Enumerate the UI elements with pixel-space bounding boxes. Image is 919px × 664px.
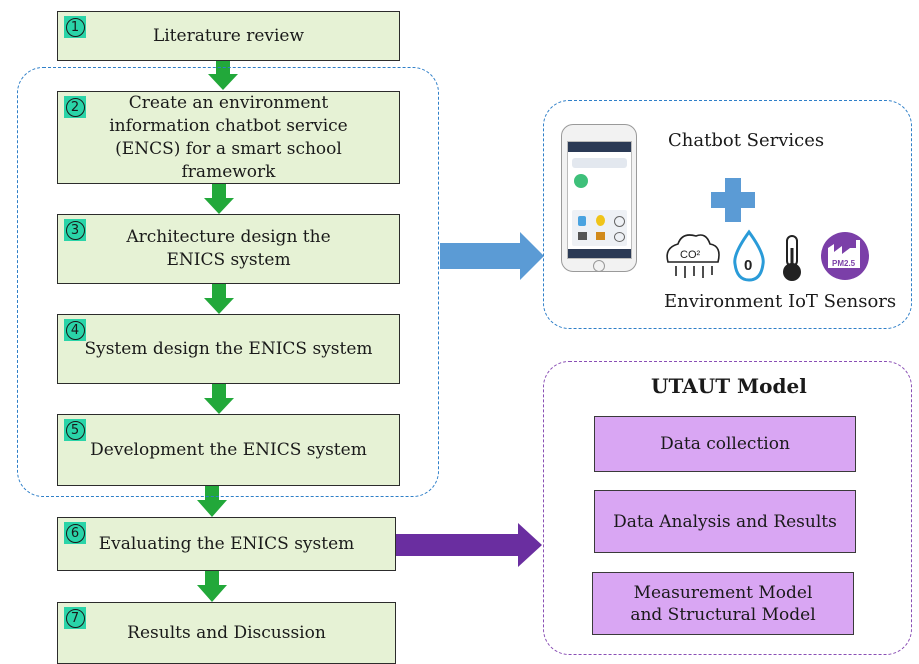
step-number-badge: 2: [64, 96, 86, 118]
chat-bottom-bar: [568, 249, 631, 258]
chatbot-services-label: Chatbot Services: [668, 130, 825, 151]
utaut-item-measurement: Measurement Model and Structural Model: [592, 572, 854, 635]
steps-group-frame: [17, 67, 439, 497]
chat-bubble: [572, 158, 627, 168]
chatbot-panel-frame: [543, 100, 912, 329]
sensors-label: Environment IoT Sensors: [664, 291, 897, 312]
phone-home-button: [593, 260, 605, 272]
step-label: Results and Discussion: [127, 623, 326, 643]
arrow-6-7: [197, 571, 227, 602]
water-drop-label: 0: [744, 257, 752, 274]
chat-logo-icon: [574, 174, 588, 188]
utaut-title: UTAUT Model: [651, 374, 807, 398]
phone-illustration: [561, 124, 637, 272]
step-3-box: 3 Architecture design the ENICS system: [57, 214, 400, 284]
flow-arrows: [197, 60, 238, 602]
utaut-panel-frame: [543, 361, 912, 655]
co2-label: CO²: [680, 249, 701, 261]
step-2-box: 2 Create an environment information chat…: [57, 91, 400, 184]
step-label: Literature review: [152, 26, 305, 46]
pm25-icon: [821, 232, 869, 280]
step-7-box: 7 Results and Discussion: [57, 602, 396, 664]
step-number-badge: 4: [64, 319, 86, 341]
step-1-box: 1 Literature review: [57, 11, 400, 61]
plus-icon: [711, 178, 755, 222]
co2-cloud-icon: [666, 234, 720, 278]
step-4-box: 4 System design the ENICS system: [57, 314, 400, 384]
step-number-badge: 1: [64, 16, 86, 38]
step-number-badge: 7: [64, 607, 86, 629]
arrow-1-2: [208, 60, 238, 90]
step-label: Architecture design the ENICS system: [126, 227, 331, 270]
step-label: Create an environment information chatbo…: [109, 92, 348, 182]
water-drop-icon: [733, 229, 765, 282]
step-label: Evaluating the ENICS system: [98, 534, 355, 554]
phone-screen: [567, 141, 632, 259]
pm25-label: PM2.5: [832, 259, 856, 268]
chat-header: [568, 142, 631, 152]
step-label: System design the ENICS system: [84, 339, 373, 359]
step-label: Development the ENICS system: [90, 440, 367, 460]
step-number-badge: 6: [64, 522, 86, 544]
utaut-item-analysis: Data Analysis and Results: [594, 490, 856, 553]
thermometer-icon: [783, 235, 801, 281]
step-6-box: 6 Evaluating the ENICS system: [57, 517, 396, 571]
arrow-2-3: [204, 184, 234, 214]
utaut-item-data-collection: Data collection: [594, 416, 856, 472]
arrow-3-4: [204, 284, 234, 314]
arrow-4-5: [204, 384, 234, 414]
step-number-badge: 3: [64, 219, 86, 241]
step-5-box: 5 Development the ENICS system: [57, 414, 400, 486]
chat-menu-grid: [572, 210, 627, 246]
arrow-to-chatbot: [440, 232, 544, 280]
step-number-badge: 5: [64, 419, 86, 441]
arrow-5-6: [197, 486, 227, 517]
arrow-to-utaut: [396, 523, 542, 567]
